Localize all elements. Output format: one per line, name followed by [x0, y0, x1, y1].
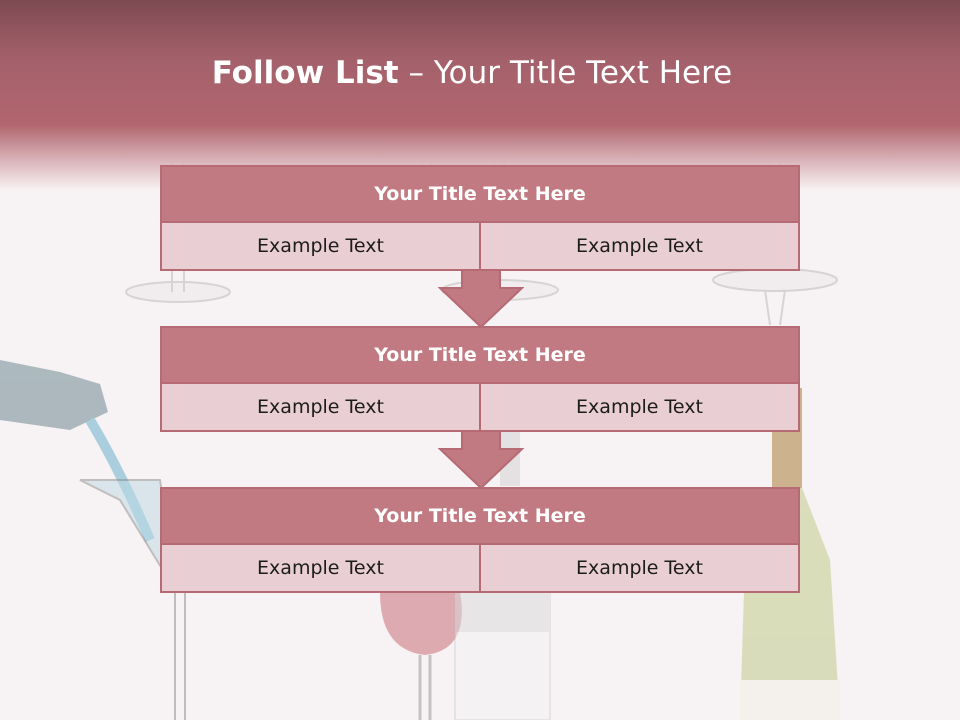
down-arrow-icon [438, 270, 524, 328]
block-row: Example Text Example Text [162, 545, 798, 591]
down-arrow-icon [438, 431, 524, 489]
block-row: Example Text Example Text [162, 223, 798, 269]
block-title: Your Title Text Here [162, 489, 798, 545]
block-cell-left: Example Text [162, 384, 479, 430]
list-block-3: Your Title Text Here Example Text Exampl… [160, 487, 800, 593]
block-cell-left: Example Text [162, 545, 479, 591]
block-cell-right: Example Text [479, 384, 798, 430]
header-band [0, 0, 960, 190]
slide-title-bold: Follow List [211, 55, 399, 91]
block-cell-right: Example Text [479, 223, 798, 269]
block-title: Your Title Text Here [162, 328, 798, 384]
block-title: Your Title Text Here [162, 167, 798, 223]
slide-title-rest: – Your Title Text Here [408, 55, 733, 91]
block-cell-left: Example Text [162, 223, 479, 269]
list-block-1: Your Title Text Here Example Text Exampl… [160, 165, 800, 271]
block-cell-right: Example Text [479, 545, 798, 591]
slide-title: Follow List – Your Title Text Here [0, 55, 944, 91]
block-row: Example Text Example Text [162, 384, 798, 430]
list-block-2: Your Title Text Here Example Text Exampl… [160, 326, 800, 432]
